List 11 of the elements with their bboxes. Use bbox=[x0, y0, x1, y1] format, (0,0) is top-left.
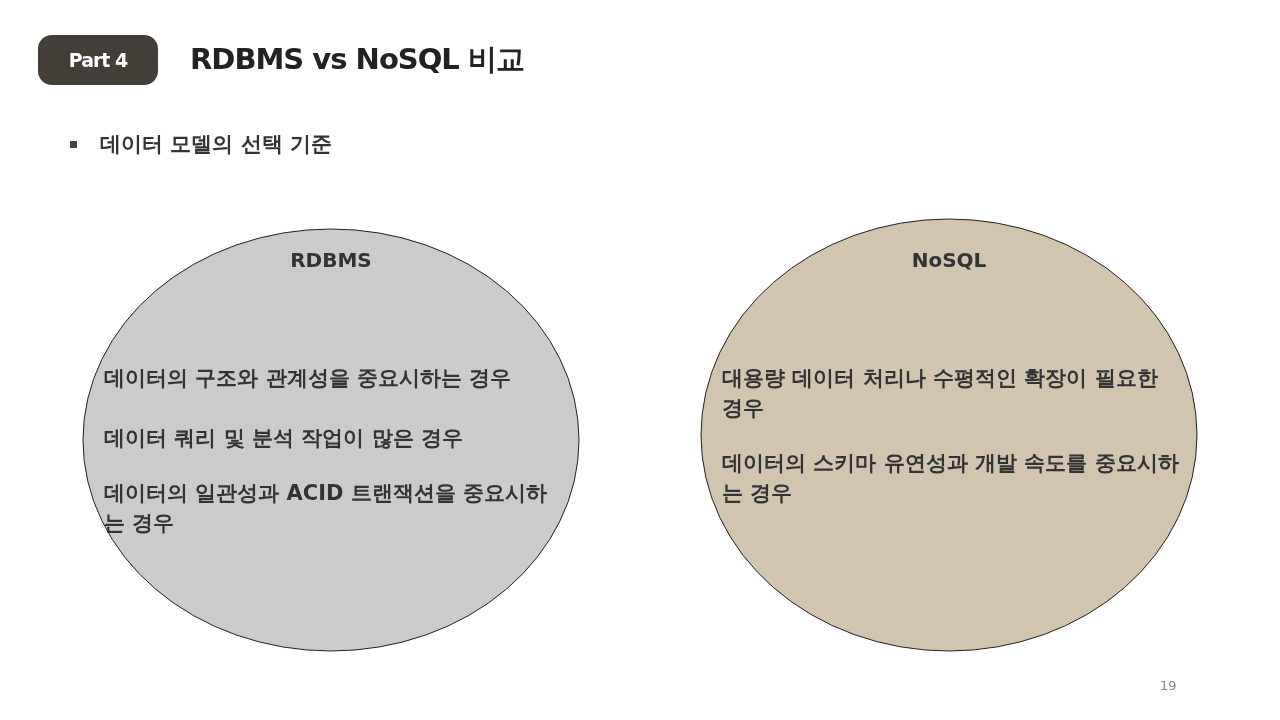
part-badge: Part 4 bbox=[38, 35, 158, 85]
ellipse-heading: NoSQL bbox=[910, 248, 988, 272]
criterion-text: 데이터의 일관성과 ACID 트랜잭션을 중요시하는 경우 bbox=[104, 480, 549, 537]
bullet-heading: 데이터 모델의 선택 기준 bbox=[100, 131, 332, 158]
ellipse-heading: RDBMS bbox=[289, 248, 373, 272]
criterion-text: 데이터의 스키마 유연성과 개발 속도를 중요시하는 경우 bbox=[722, 450, 1180, 507]
criterion-text: 대용량 데이터 처리나 수평적인 확장이 필요한 경우 bbox=[722, 365, 1159, 422]
page-number: 19 bbox=[1160, 678, 1177, 693]
slide-title: RDBMS vs NoSQL 비교 bbox=[190, 41, 524, 78]
criterion-text: 데이터 쿼리 및 분석 작업이 많은 경우 bbox=[104, 425, 464, 452]
criterion-text: 데이터의 구조와 관계성을 중요시하는 경우 bbox=[104, 365, 513, 392]
